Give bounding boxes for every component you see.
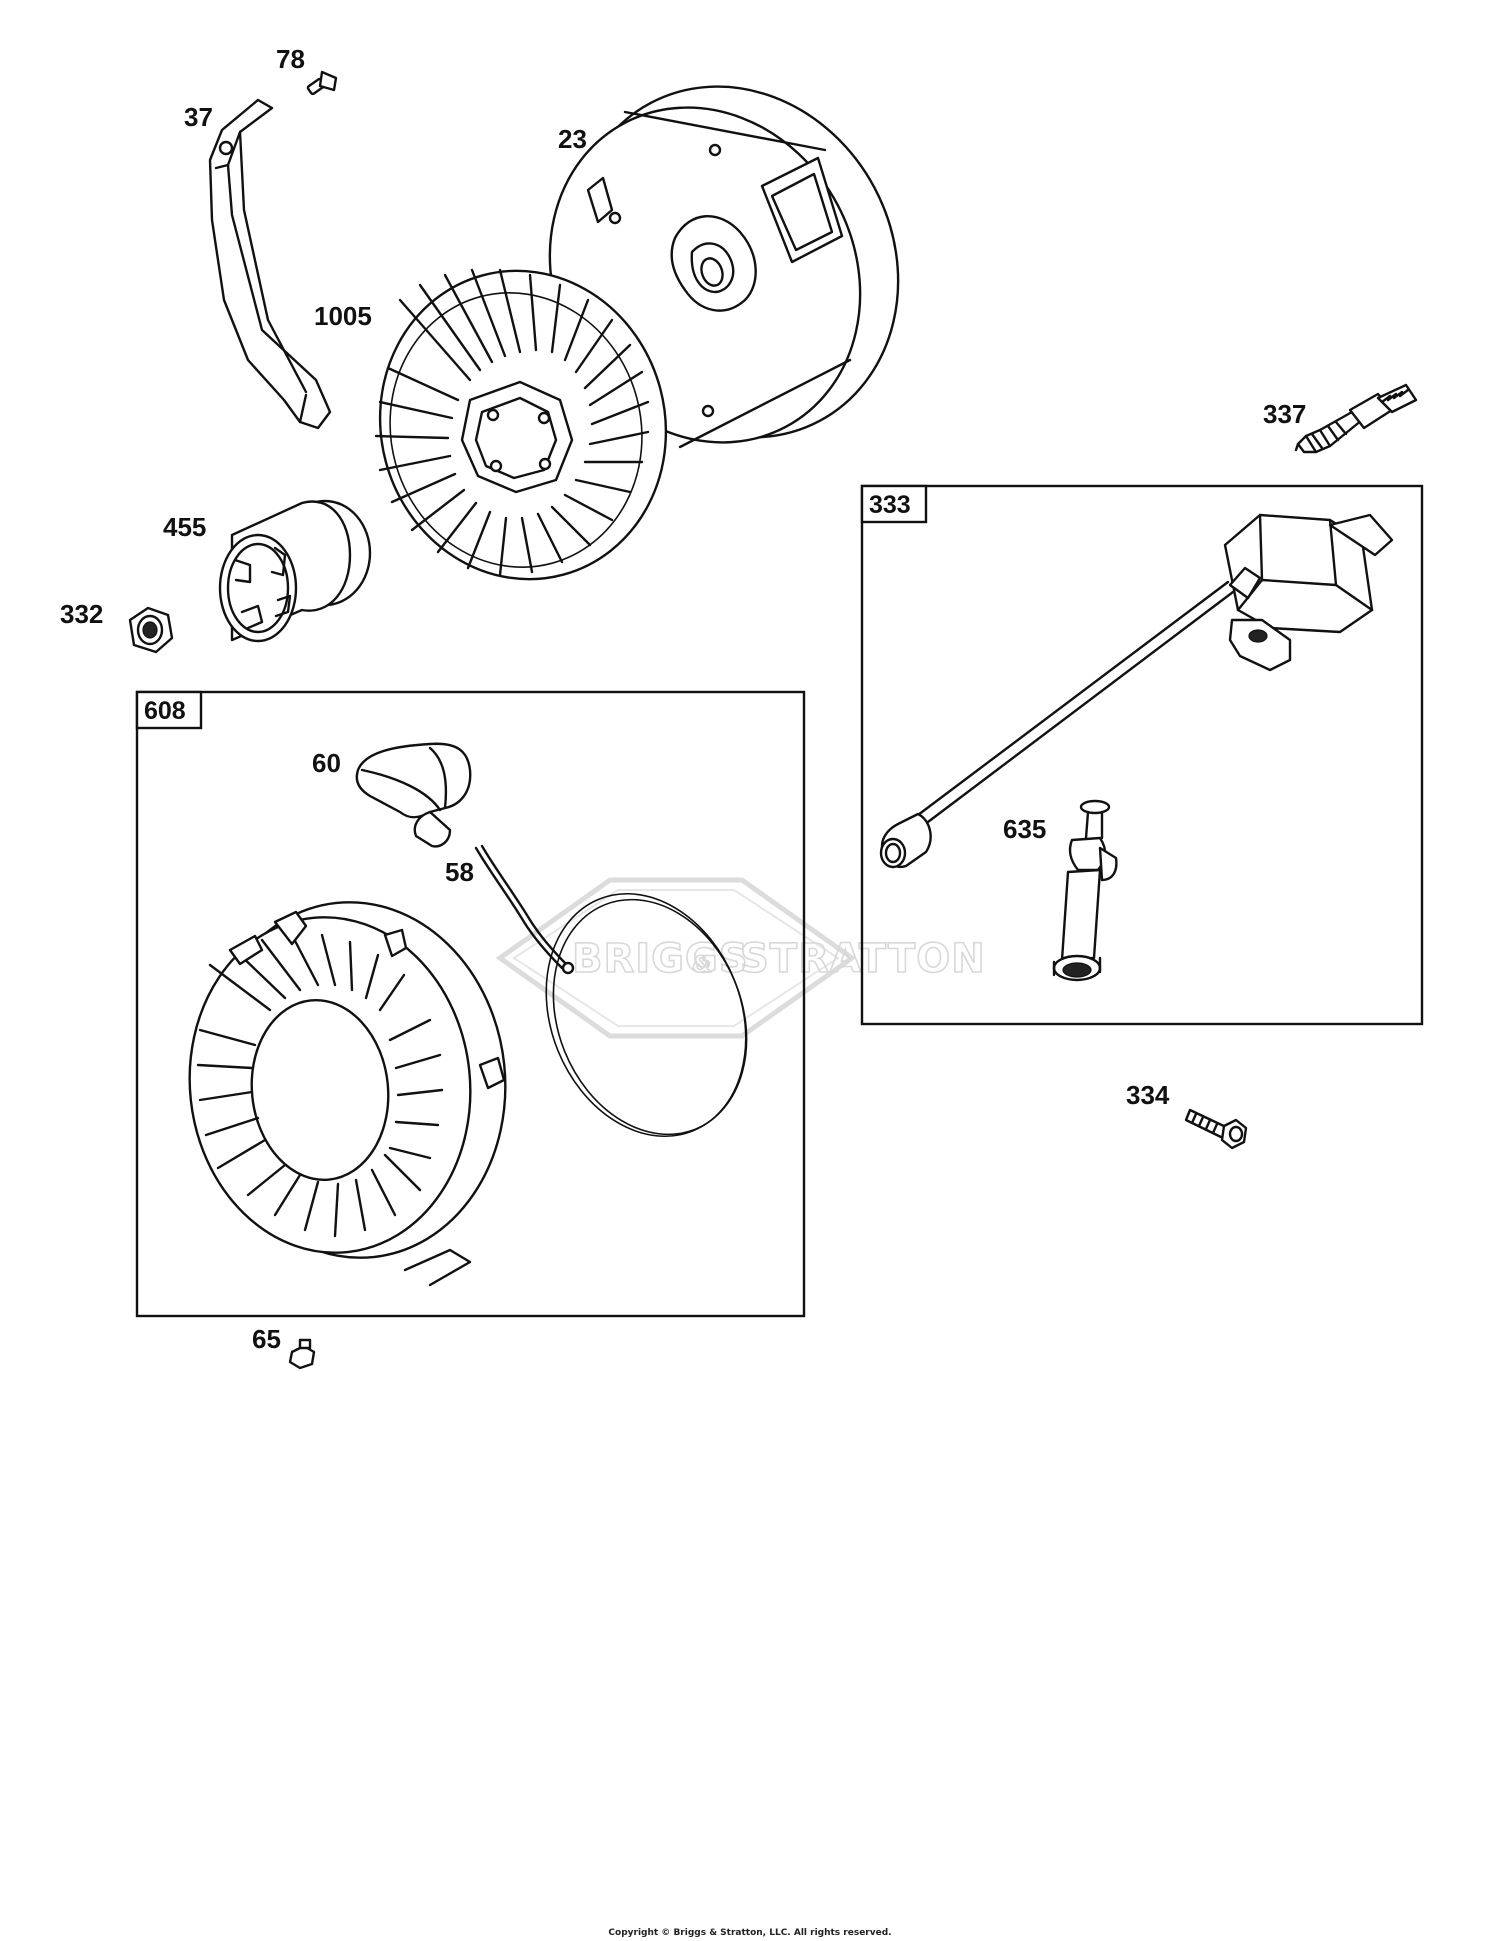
- part-label-608[interactable]: 608: [144, 697, 186, 725]
- rope-58-drawing: [474, 844, 748, 1138]
- bolt-334-drawing: [1184, 1108, 1248, 1150]
- part-label-58[interactable]: 58: [445, 857, 474, 887]
- copyright-notice: Copyright © Briggs & Stratton, LLC. All …: [608, 1928, 891, 1938]
- watermark-amp: &: [692, 953, 712, 978]
- kit-box-608: 608: [135, 690, 806, 1318]
- plug-boot-635-drawing: [1052, 799, 1118, 982]
- part-label-65[interactable]: 65: [252, 1324, 281, 1354]
- part-label-334[interactable]: 334: [1126, 1080, 1170, 1110]
- part-label-78[interactable]: 78: [276, 44, 305, 74]
- kit-box-333: 333: [860, 484, 1424, 1026]
- ignition-coil-333-drawing: [879, 513, 1394, 869]
- part-label-1005[interactable]: 1005: [314, 301, 372, 331]
- handle-60-drawing: [355, 742, 472, 848]
- part-label-337[interactable]: 337: [1263, 399, 1306, 429]
- part-label-333[interactable]: 333: [869, 491, 911, 519]
- part-label-60[interactable]: 60: [312, 748, 341, 778]
- air-vane-37-drawing: [208, 98, 332, 430]
- screw-78-drawing: [306, 70, 338, 96]
- watermark-left: BRIGGS: [572, 936, 749, 982]
- screw-65-drawing: [288, 1338, 316, 1370]
- part-label-635[interactable]: 635: [1003, 814, 1046, 844]
- starter-cup-455-drawing: [218, 499, 372, 643]
- spark-plug-337-drawing: [1294, 383, 1418, 454]
- part-label-37[interactable]: 37: [184, 102, 213, 132]
- fan-1005-drawing: [374, 268, 668, 581]
- part-label-332[interactable]: 332: [60, 599, 103, 629]
- part-label-455[interactable]: 455: [163, 512, 206, 542]
- nut-332-drawing: [128, 606, 174, 654]
- recoil-housing-608-drawing: [188, 901, 507, 1287]
- part-label-23[interactable]: 23: [558, 124, 587, 154]
